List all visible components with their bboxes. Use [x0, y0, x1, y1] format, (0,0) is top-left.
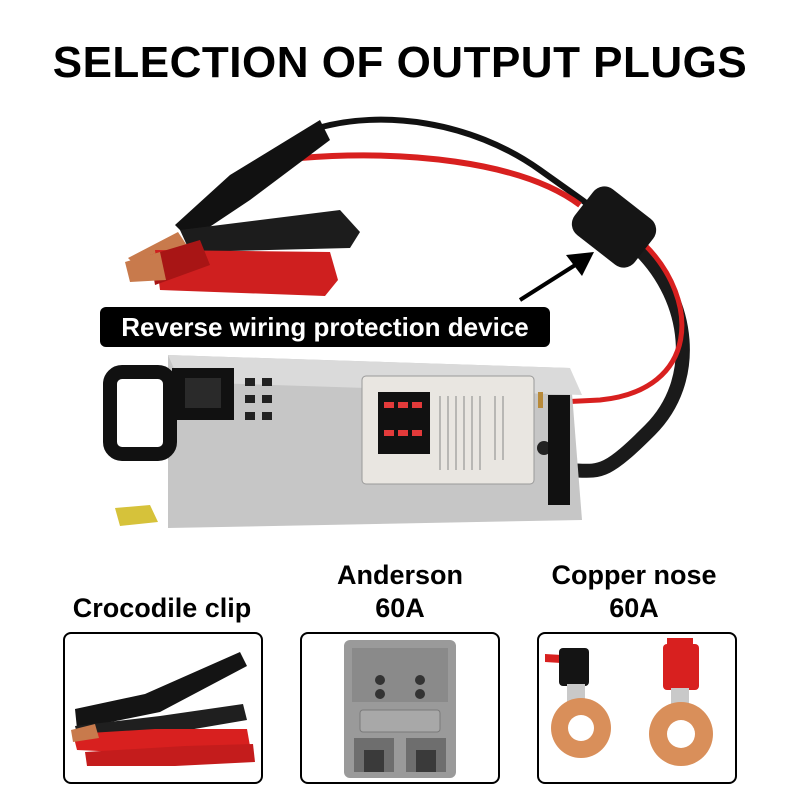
black-cable	[317, 116, 604, 231]
option-label-crocodile: Crocodile clip	[62, 592, 262, 625]
crocodile-clip-card	[63, 632, 263, 784]
copper-nose-image	[545, 638, 713, 766]
option-name: Crocodile clip	[72, 593, 252, 623]
red-clamp	[125, 240, 338, 296]
black-clamp	[128, 120, 360, 270]
page-title: SELECTION OF OUTPUT PLUGS	[52, 38, 748, 87]
anderson-connector-card	[300, 632, 500, 784]
digital-display	[378, 392, 430, 454]
copper-nose-card	[537, 632, 737, 784]
option-label-copper-nose: Copper nose 60A	[534, 559, 734, 625]
option-name: Copper nose	[551, 560, 717, 590]
crocodile-clip-image	[71, 652, 255, 766]
reverse-protection-callout: Reverse wiring protection device	[100, 307, 550, 347]
power-supply-chassis	[103, 355, 582, 528]
power-supply-illustration	[103, 116, 690, 528]
red-output-cable	[559, 243, 685, 405]
option-rating: 60A	[609, 593, 659, 623]
braided-cable	[559, 245, 690, 478]
protection-device	[571, 186, 657, 268]
option-rating: 60A	[375, 593, 425, 623]
red-cable	[299, 152, 582, 208]
anderson-connector-image	[344, 640, 456, 778]
arrow-head	[566, 252, 594, 276]
arrow-line	[518, 260, 582, 302]
option-label-anderson: Anderson 60A	[300, 559, 500, 625]
option-name: Anderson	[336, 560, 463, 590]
